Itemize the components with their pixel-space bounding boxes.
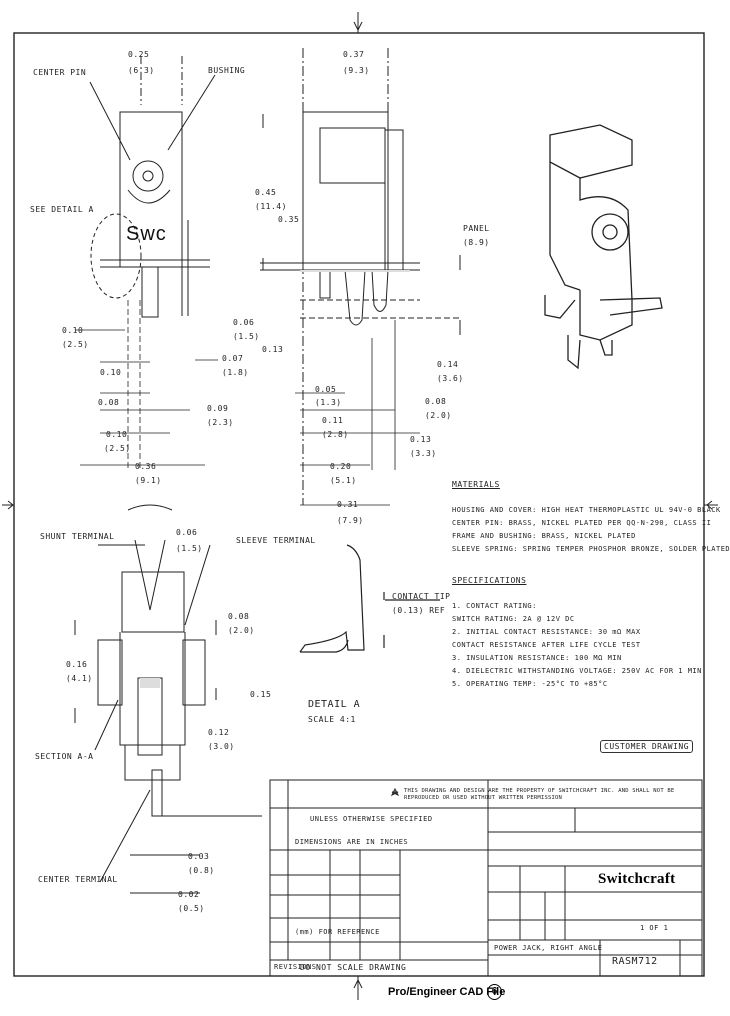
do-not-scale-note: DO NOT SCALE DRAWING <box>300 963 407 972</box>
dim-label: 0.10 <box>62 326 84 335</box>
specs-line: 3. INSULATION RESISTANCE: 100 MΩ MIN <box>452 654 622 662</box>
dim-label: (1.8) <box>222 368 249 377</box>
specs-line: CONTACT RESISTANCE AFTER LIFE CYCLE TEST <box>452 641 641 649</box>
materials-line: CENTER PIN: BRASS, NICKEL PLATED PER QQ-… <box>452 519 712 527</box>
title-block <box>269 779 703 977</box>
dim-label: 0.15 <box>250 690 272 699</box>
center-terminal-label: CENTER TERMINAL <box>38 875 118 884</box>
detail-scale: SCALE 4:1 <box>308 715 356 724</box>
dim-label: (6.3) <box>128 66 155 75</box>
dim-label: 0.08 <box>98 398 120 407</box>
cad-file-badge: 6 <box>487 984 502 1000</box>
confidential-note: THIS DRAWING AND DESIGN ARE THE PROPERTY… <box>404 788 675 801</box>
dim-label: 0.07 <box>222 354 244 363</box>
dim-label: 0.13 <box>410 435 432 444</box>
side-view <box>260 48 461 505</box>
dim-label: (2.0) <box>425 411 452 420</box>
isometric-view <box>544 124 663 370</box>
sleeve-terminal-label: SLEEVE TERMINAL <box>236 536 316 545</box>
dim-label: 0.05 <box>315 385 337 394</box>
dim-label: 0.35 <box>278 215 300 224</box>
specs-line: 1. CONTACT RATING: <box>452 602 537 610</box>
specs-header: SPECIFICATIONS <box>452 576 527 585</box>
dim-label: 0.10 <box>106 430 128 439</box>
dim-label: 0.13 <box>262 345 284 354</box>
dim-label: (2.0) <box>228 626 255 635</box>
materials-line: HOUSING AND COVER: HIGH HEAT THERMOPLAST… <box>452 506 721 514</box>
swc-logo: Swc <box>126 223 167 245</box>
dim-label: (3.6) <box>437 374 464 383</box>
dim-label: (2.3) <box>207 418 234 427</box>
specs-line: 5. OPERATING TEMP: -25°C TO +85°C <box>452 680 608 688</box>
section-label: SECTION A-A <box>35 752 94 761</box>
dim-label: 0.31 <box>337 500 359 509</box>
drawing-number: RASM712 <box>612 956 658 967</box>
dim-label: 0.14 <box>437 360 459 369</box>
tolerance-detail: DIMENSIONS ARE IN INCHES <box>295 838 409 846</box>
switchcraft-logo: Switchcraft <box>598 871 676 887</box>
cad-file-label: Pro/Engineer CAD File <box>388 986 506 998</box>
dim-label: 0.25 <box>128 50 150 59</box>
sheet-border <box>13 32 705 977</box>
materials-line: FRAME AND BUSHING: BRASS, NICKEL PLATED <box>452 532 636 540</box>
dim-label: 0.06 <box>233 318 255 327</box>
dim-label: 0.20 <box>330 462 352 471</box>
sheet-label: 1 OF 1 <box>640 924 669 932</box>
tolerance-note: UNLESS OTHERWISE SPECIFIED <box>310 815 433 823</box>
dim-label: (8.9) <box>463 238 490 247</box>
dim-label: 0.10 <box>100 368 122 377</box>
detail-note-label: CONTACT TIP <box>392 592 451 601</box>
detail-title: DETAIL A <box>308 699 361 710</box>
dim-label: (11.4) <box>255 202 287 211</box>
dim-label: (7.9) <box>337 516 364 525</box>
section-view <box>74 504 262 894</box>
dim-label: (5.1) <box>330 476 357 485</box>
dim-label: 0.09 <box>207 404 229 413</box>
dim-label: (9.1) <box>135 476 162 485</box>
dim-label: (1.5) <box>233 332 260 341</box>
materials-header: MATERIALS <box>452 480 500 489</box>
detail-note-label: (0.13) REF <box>392 606 446 615</box>
dim-label: PANEL <box>463 224 490 233</box>
dim-label: 0.02 <box>178 890 200 899</box>
tolerance-detail: (mm) FOR REFERENCE <box>295 928 380 936</box>
center-pin-label: CENTER PIN <box>33 68 87 77</box>
dim-label: 0.06 <box>176 528 198 537</box>
dim-label: 0.03 <box>188 852 210 861</box>
dim-label: 0.36 <box>135 462 157 471</box>
dim-label: (2.5) <box>104 444 131 453</box>
dim-label: 0.16 <box>66 660 88 669</box>
dim-label: (3.3) <box>410 449 437 458</box>
specs-line: 2. INITIAL CONTACT RESISTANCE: 30 mΩ MAX <box>452 628 641 636</box>
revisions-label: REVISIONS <box>274 963 317 971</box>
specs-line: SWITCH RATING: 2A @ 12V DC <box>452 615 575 623</box>
bushing-label: BUSHING <box>208 66 246 75</box>
dim-label: (2.5) <box>62 340 89 349</box>
specs-line: 4. DIELECTRIC WITHSTANDING VOLTAGE: 250V… <box>452 667 702 675</box>
description-text: POWER JACK, RIGHT ANGLE <box>494 944 603 952</box>
detail-callout-label: SEE DETAIL A <box>30 205 94 214</box>
dim-label: (3.0) <box>208 742 235 751</box>
customer-drawing-badge: CUSTOMER DRAWING <box>600 740 694 753</box>
dim-label: 0.08 <box>425 397 447 406</box>
detail-view <box>299 544 440 653</box>
dim-label: (1.5) <box>176 544 203 553</box>
dim-label: (0.8) <box>188 866 215 875</box>
materials-line: SLEEVE SPRING: SPRING TEMPER PHOSPHOR BR… <box>452 545 730 553</box>
front-view <box>89 56 216 318</box>
dim-label: 0.37 <box>343 50 365 59</box>
dim-label: 0.45 <box>255 188 277 197</box>
dim-label: (4.1) <box>66 674 93 683</box>
dim-label: (2.8) <box>322 430 349 439</box>
dim-label: (0.5) <box>178 904 205 913</box>
dim-label: (1.3) <box>315 398 342 407</box>
dim-label: 0.08 <box>228 612 250 621</box>
dim-label: 0.11 <box>322 416 344 425</box>
shunt-terminal-label: SHUNT TERMINAL <box>40 532 115 541</box>
dim-label: 0.12 <box>208 728 230 737</box>
dim-label: (9.3) <box>343 66 370 75</box>
